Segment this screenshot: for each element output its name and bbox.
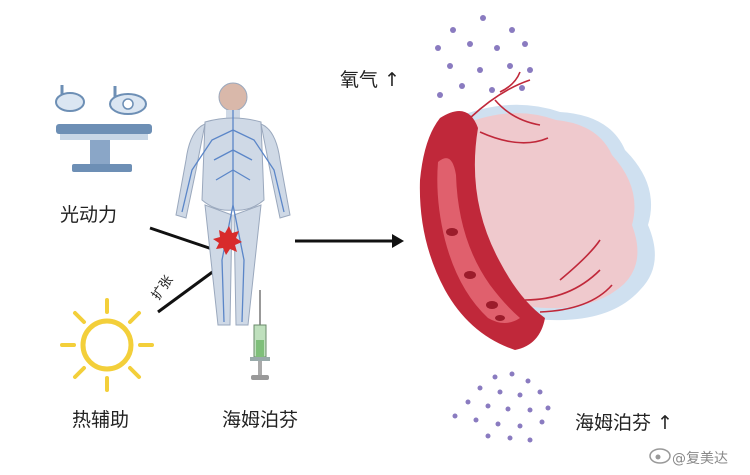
- photodynamic-arrow: [149, 226, 216, 252]
- oxygen-label: 氧气 ↑: [340, 65, 400, 92]
- blood-vessel-icon: [419, 71, 613, 351]
- operating-table-icon: [56, 124, 152, 172]
- thermal-arrow: [157, 263, 223, 314]
- photodynamic-label: 光动力: [60, 204, 118, 226]
- main-arrow-head: [392, 234, 404, 248]
- watermark-logo-icon: [649, 448, 671, 464]
- lesion-mark-icon: [213, 226, 242, 255]
- syringe-icon: [250, 290, 270, 380]
- drug-label: 海姆泊芬: [222, 409, 299, 431]
- watermark-text: @复美达: [672, 451, 728, 467]
- oxygen-particles: [435, 15, 533, 98]
- sun-icon: [60, 298, 154, 392]
- drug-particles: [452, 371, 551, 443]
- drug-increase-label: 海姆泊芬 ↑: [575, 408, 673, 435]
- drug-increase-up-arrow: ↑: [657, 412, 673, 434]
- human-body-icon: [175, 82, 291, 326]
- surgical-lamp-icon: [55, 85, 147, 115]
- oxygen-text: 氧气: [340, 69, 379, 91]
- drug-increase-text: 海姆泊芬: [575, 412, 652, 434]
- thermal-label: 热辅助: [72, 409, 130, 431]
- oxygen-up-arrow: ↑: [384, 69, 400, 91]
